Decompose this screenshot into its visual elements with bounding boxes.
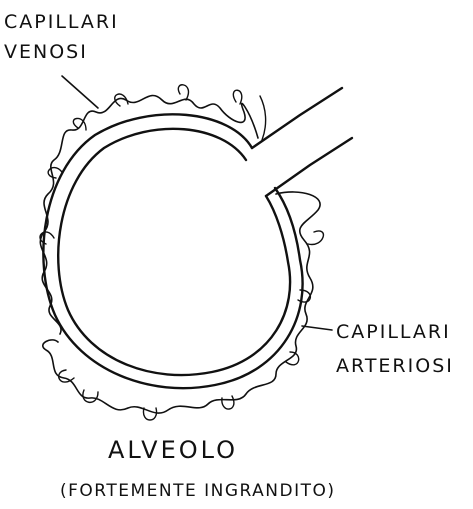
alveolus-wall-outer: [42, 113, 304, 390]
bronchiole-wall-upper: [250, 86, 344, 150]
arterial-label-line2: ARTERIOSI: [336, 355, 454, 377]
bronchiole-duct: [250, 86, 354, 198]
venous-capillaries-loops: [39, 84, 243, 245]
venous-wavy-segment: [259, 95, 267, 141]
alveolus-wall-inner: [57, 127, 292, 377]
venous-label-line1: CAPILLARI: [4, 11, 119, 33]
bronchiole-wall-lower: [264, 136, 354, 198]
diagram-title: ALVEOLO: [108, 436, 238, 464]
venous-label-line2: VENOSI: [4, 41, 88, 63]
alveolus-wall: [42, 113, 304, 390]
arterial-label-line1: CAPILLARI: [336, 321, 451, 343]
venous-capillaries: [39, 94, 259, 335]
diagram-subtitle: (FORTEMENTE INGRANDITO): [60, 481, 336, 501]
venous-pointer-line: [61, 75, 99, 109]
arterial-capillaries-loops: [58, 230, 325, 421]
arterial-capillaries: [42, 191, 321, 414]
arterial-pointer-line: [301, 325, 333, 331]
